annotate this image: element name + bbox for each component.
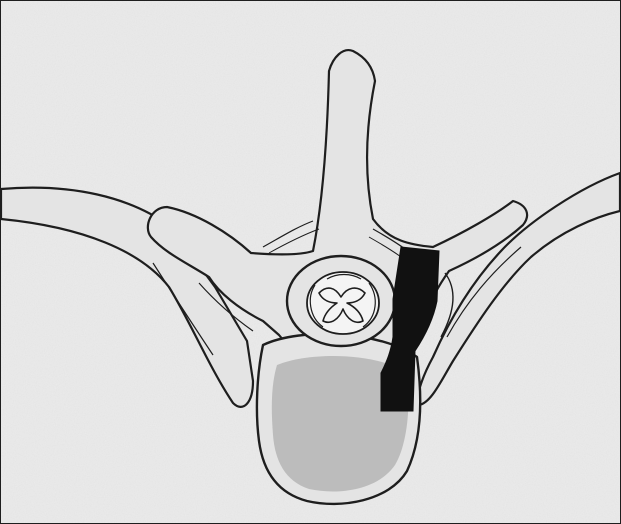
dura-sac xyxy=(307,272,379,334)
